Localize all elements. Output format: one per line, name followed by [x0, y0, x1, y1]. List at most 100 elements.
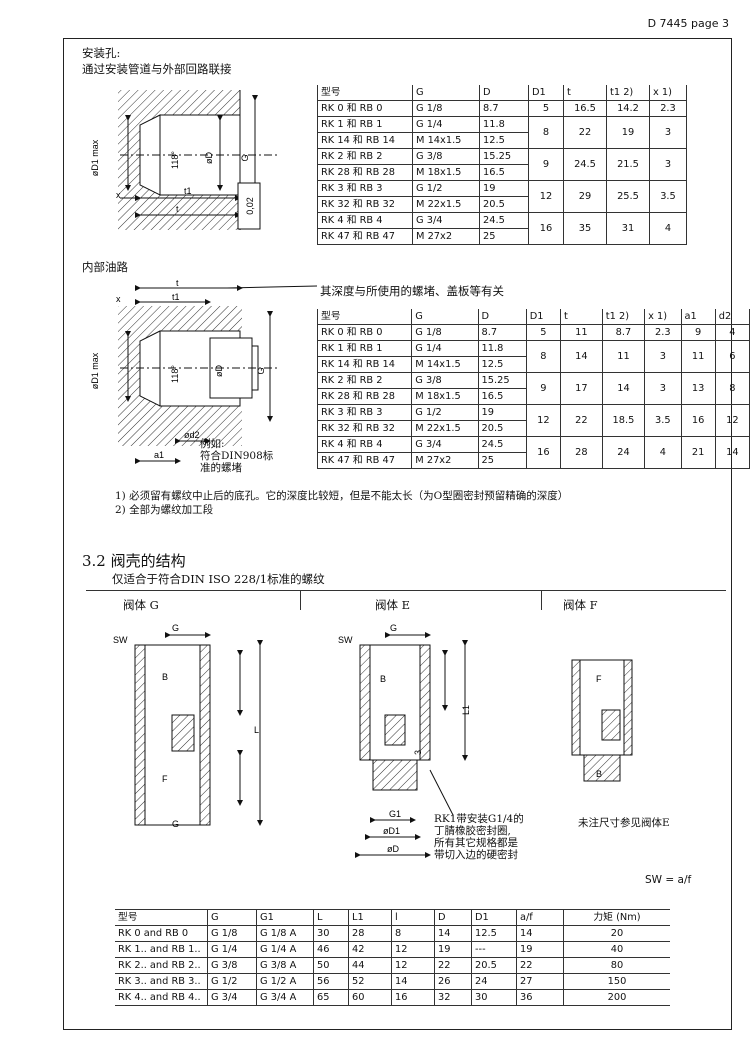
table-cell: 25	[479, 228, 529, 245]
label-a1: a1	[154, 450, 164, 460]
header-cell: t1 2)	[601, 309, 646, 325]
table-cell: 3	[644, 372, 682, 405]
header-cell: a/f	[516, 909, 564, 926]
table-cell: 27	[516, 973, 564, 990]
header-cell: t	[563, 85, 607, 101]
sw-note: SW = a/f	[645, 874, 692, 886]
table-cell: 4	[649, 212, 687, 245]
table-cell: M 22x1.5	[412, 196, 480, 213]
table-cell: 9	[680, 324, 716, 341]
header-cell: d2	[714, 309, 750, 325]
table-cell: 46	[313, 941, 349, 958]
example-note: 例如: 符合DIN908标 准的螺堵	[200, 438, 273, 474]
body-f-stub	[583, 754, 621, 782]
table-cell: 24	[601, 436, 646, 469]
table-cell: RK 14 和 RB 14	[316, 356, 413, 373]
table-cell: 16	[680, 404, 716, 437]
body-e-valve	[384, 714, 406, 746]
body-f-drawing: F B	[571, 659, 633, 782]
body-e-note-4: 带切入边的硬密封	[434, 849, 518, 861]
install-subtitle: 通过安装管道与外部回路联接	[82, 62, 232, 76]
body-e-leader	[429, 769, 454, 816]
table-cell: 14	[560, 340, 603, 373]
table-cell: RK 1 和 RB 1	[316, 340, 413, 357]
label-x: x	[116, 190, 121, 200]
col-title-g: 阀体 G	[123, 598, 159, 612]
body-g-label-g-top: G	[172, 623, 179, 633]
header-cell: t	[560, 309, 603, 325]
divider-1	[300, 590, 301, 610]
header-cell: L	[313, 909, 349, 926]
table-cell: 21	[680, 436, 716, 469]
body-e-label-d: øD	[387, 844, 399, 854]
table-cell: 12	[714, 404, 750, 437]
table-cell: RK 0 和 RB 0	[316, 324, 413, 341]
table-cell: RK 32 和 RB 32	[316, 420, 413, 437]
table-cell: 56	[313, 973, 349, 990]
table-cell: 14	[434, 925, 472, 942]
table-cell: 22	[563, 116, 607, 149]
table-cell: 19	[516, 941, 564, 958]
footnote-1: 1) 必须留有螺纹中止后的底孔。它的深度比较短，但是不能太长（为O型圈密封预留精…	[115, 490, 569, 502]
label-g: G	[240, 154, 250, 161]
body-e-wall-left	[359, 644, 371, 761]
table-cell: 16	[391, 989, 435, 1006]
table-cell: RK 1.. and RB 1..	[115, 941, 208, 958]
body-g-label-sw: SW	[113, 635, 128, 645]
body-e-note-3: 所有其它规格都是	[434, 837, 518, 849]
internal-note: 其深度与所使用的螺堵、盖板等有关	[320, 284, 504, 298]
table-cell: 4	[644, 436, 682, 469]
table-cell: 8	[714, 372, 750, 405]
table-cell: G 3/8	[207, 957, 257, 974]
header-cell: 型号	[317, 85, 413, 101]
table-cell: 8	[391, 925, 435, 942]
table-cell: M 18x1.5	[412, 164, 480, 181]
table-cell: 200	[563, 989, 670, 1006]
table-cell: 21.5	[606, 148, 650, 181]
header-cell: 型号	[115, 909, 208, 926]
table-cell: ---	[471, 941, 517, 958]
table-cell: 3.5	[644, 404, 682, 437]
internal-title: 内部油路	[82, 260, 128, 274]
table-cell: 24.5	[479, 212, 529, 229]
table-cell: RK 2 和 RB 2	[317, 148, 413, 165]
section-rule	[86, 590, 726, 591]
table-cell: M 18x1.5	[411, 388, 479, 405]
drill-tip	[139, 114, 161, 196]
header-cell: a1	[680, 309, 716, 325]
header-cell: l	[391, 909, 435, 926]
table-cell: 20	[563, 925, 670, 942]
header-cell: L1	[348, 909, 392, 926]
table-cell: 12.5	[471, 925, 517, 942]
hatched-section-2	[118, 306, 242, 446]
table-cell: 8	[528, 116, 564, 149]
table-cell: 14	[601, 372, 646, 405]
header-cell: G	[412, 85, 480, 101]
table-cell: RK 1 和 RB 1	[317, 116, 413, 133]
table-cell: 8.7	[477, 324, 527, 341]
label-d2: ød2	[184, 430, 200, 440]
table-cell: RK 3 和 RB 3	[316, 404, 413, 421]
table-cell: 13	[680, 372, 716, 405]
table-cell: 32	[434, 989, 472, 1006]
table-cell: 20.5	[477, 420, 527, 437]
table-cell: 14	[391, 973, 435, 990]
table-cell: 50	[313, 957, 349, 974]
table-cell: M 27x2	[411, 452, 479, 469]
table-cell: 2.3	[649, 100, 687, 117]
table-cell: 8	[525, 340, 562, 373]
table-cell: 24	[471, 973, 517, 990]
table-cell: RK 3.. and RB 3..	[115, 973, 208, 990]
table-cell: 15.25	[479, 148, 529, 165]
body-f-wall-right	[623, 659, 633, 756]
